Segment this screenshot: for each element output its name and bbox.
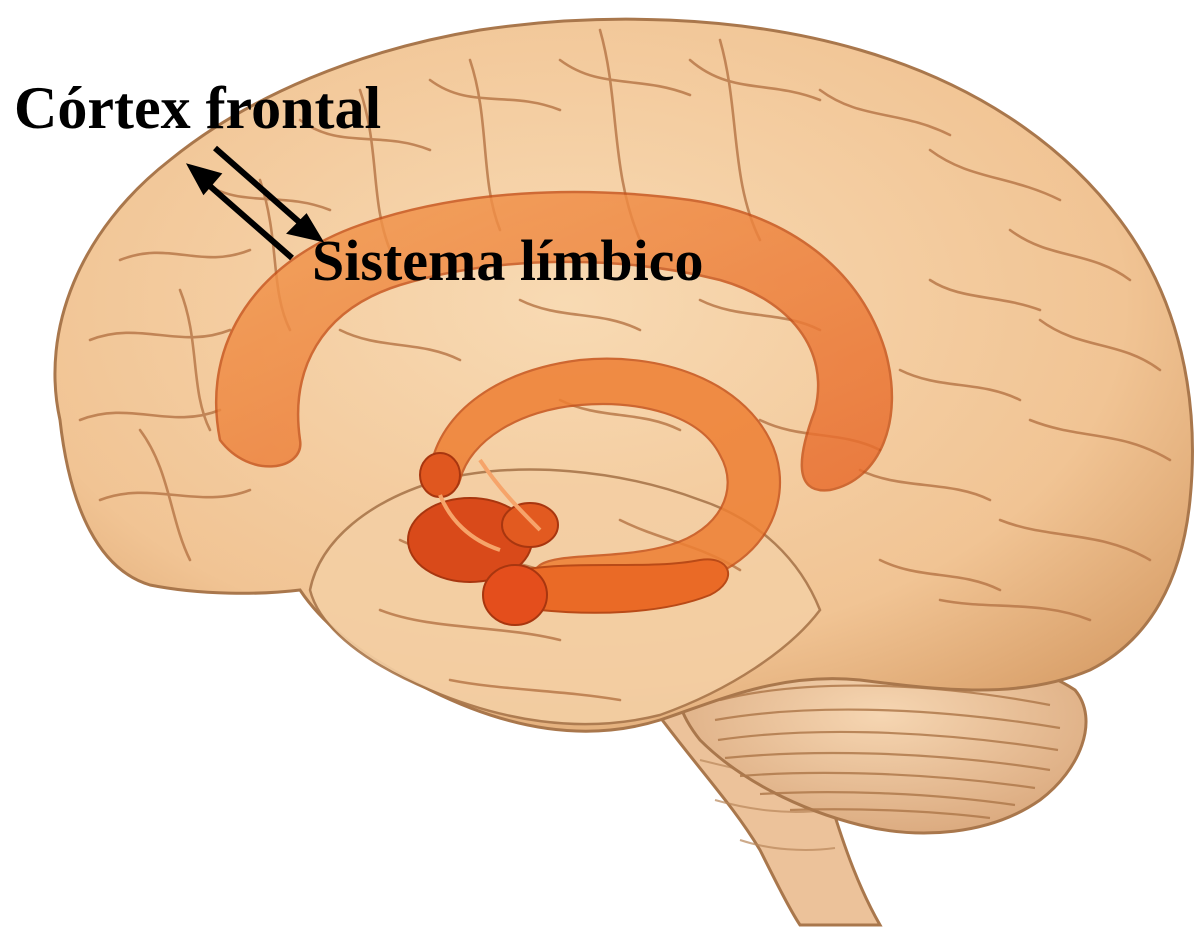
limbic-system-label: Sistema límbico [312, 232, 703, 290]
frontal-cortex-label: Córtex frontal [14, 78, 381, 138]
